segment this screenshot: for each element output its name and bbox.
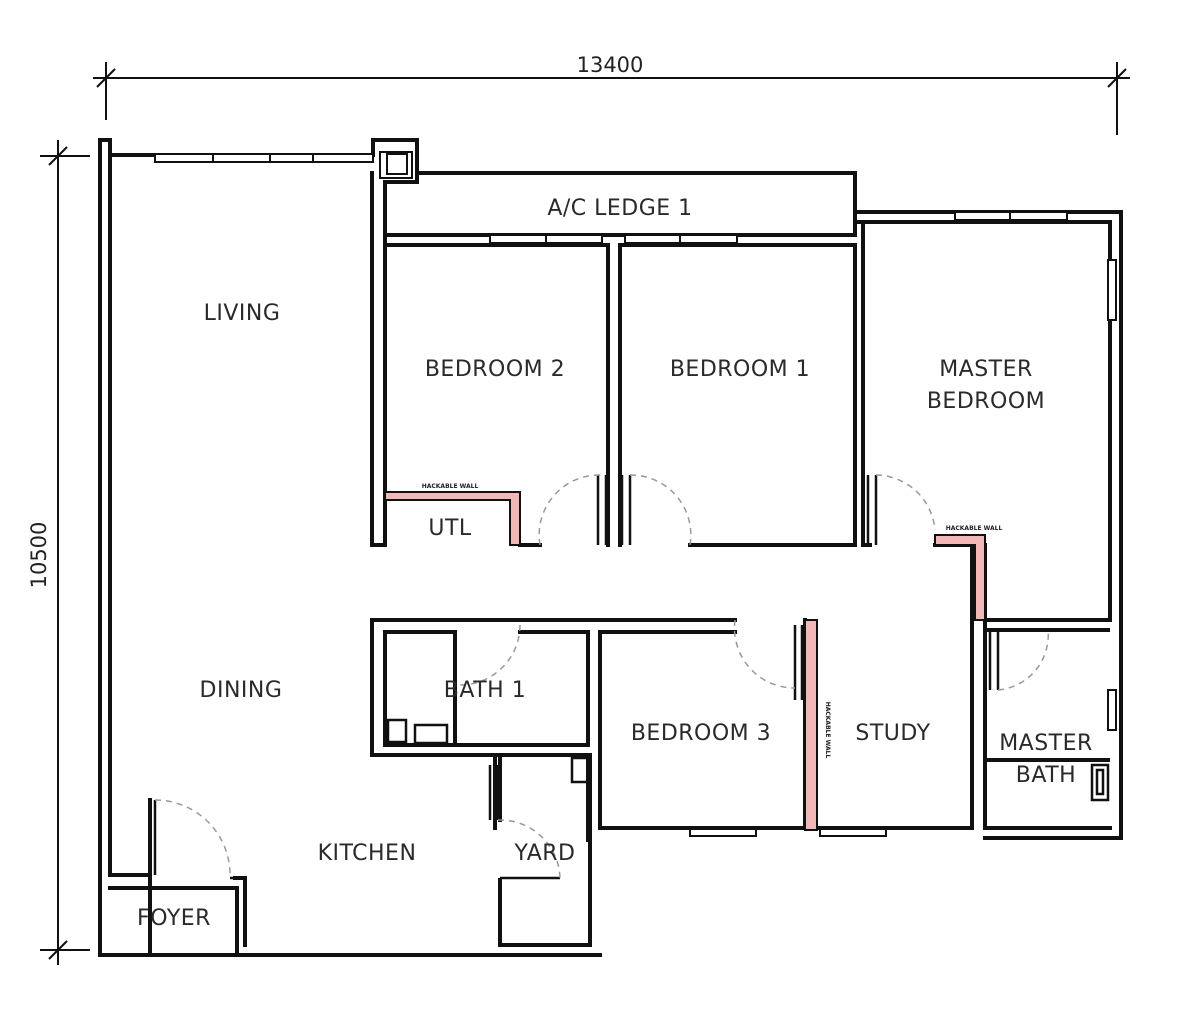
room-label-bath-1: BATH 1 — [444, 678, 526, 703]
hackable-wall-note-vertical: HACKABLE WALL — [824, 702, 831, 759]
room-label-dining: DINING — [200, 678, 283, 703]
dimension-height: 10500 — [27, 140, 90, 965]
hackable-wall-note: HACKABLE WALL — [422, 483, 479, 490]
room-label-bedroom-3: BEDROOM 3 — [631, 721, 771, 746]
room-label-living: LIVING — [204, 301, 281, 326]
room-label-bedroom-1: BEDROOM 1 — [670, 357, 810, 382]
room-label-kitchen: KITCHEN — [318, 841, 417, 866]
room-label-master-bath-2: BATH — [1016, 763, 1076, 788]
dimension-width: 13400 — [93, 53, 1130, 135]
room-label-utl: UTL — [428, 516, 472, 541]
room-label-foyer: FOYER — [137, 906, 211, 931]
dimension-height-label: 10500 — [27, 522, 51, 589]
hackable-wall-note-master: HACKABLE WALL — [946, 525, 1003, 532]
room-label-bedroom-2: BEDROOM 2 — [425, 357, 565, 382]
room-labels: A/C LEDGE 1 LIVING BEDROOM 2 BEDROOM 1 M… — [137, 196, 1093, 931]
room-label-master-2: BEDROOM — [927, 389, 1045, 414]
room-label-study: STUDY — [855, 721, 930, 746]
room-label-yard: YARD — [513, 841, 575, 866]
outer-walls — [98, 138, 1123, 957]
dimension-width-label: 13400 — [577, 53, 644, 77]
hackable-walls: HACKABLE WALL HACKABLE WALL HACKABLE WAL… — [384, 483, 1003, 831]
room-label-master-bath-1: MASTER — [999, 731, 1093, 756]
room-label-ac-ledge: A/C LEDGE 1 — [547, 196, 692, 221]
room-label-master-1: MASTER — [939, 357, 1033, 382]
windows — [154, 151, 1117, 837]
interior-walls — [108, 220, 1112, 957]
door-swings — [154, 474, 1049, 879]
